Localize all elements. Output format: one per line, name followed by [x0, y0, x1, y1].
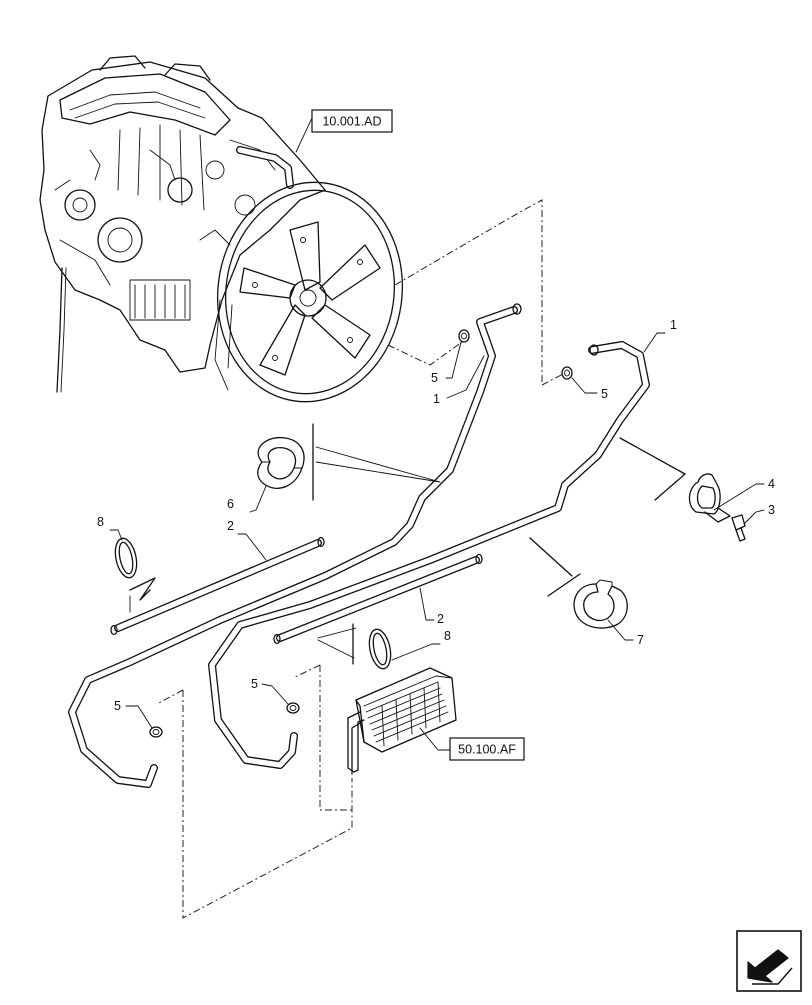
hose-1-right	[208, 341, 650, 769]
reference-heater[interactable]: 50.100.AF	[449, 737, 525, 761]
callout-clamp-5-lower-mid: 5	[251, 677, 258, 691]
clip-7	[573, 579, 628, 629]
callout-hose-1-left: 1	[433, 392, 440, 406]
engine-assembly	[39, 55, 404, 403]
ring-8-left	[114, 537, 138, 579]
callout-hose-2-right: 2	[437, 612, 444, 626]
dashed-routing-lines	[156, 199, 566, 919]
callout-numbers: 1 1 2 2 3 4 5 5 5 5 6 7 8 8	[97, 318, 775, 713]
ring-8-right	[317, 623, 392, 670]
grommet-6	[257, 423, 441, 501]
break-marks	[129, 437, 686, 613]
callout-hose-1-right: 1	[670, 318, 677, 332]
hose-1-left	[68, 306, 518, 788]
callout-clamp-5-upper-left: 5	[431, 371, 438, 385]
callout-bracket-4: 4	[768, 477, 775, 491]
reference-engine-label: 10.001.AD	[322, 115, 381, 129]
clamp-5-upper-right	[561, 366, 573, 380]
clamp-5-upper-left	[458, 329, 470, 343]
callout-hose-2-left: 2	[227, 519, 234, 533]
reference-engine[interactable]: 10.001.AD	[311, 109, 393, 133]
heater-core	[347, 667, 457, 775]
callout-clamp-5-lower-left: 5	[114, 699, 121, 713]
leader-lines	[109, 117, 765, 751]
hose-2-right-segment	[276, 556, 480, 642]
bracket-4	[688, 473, 731, 523]
callout-ring-8-left: 8	[97, 515, 104, 529]
callout-grommet-6: 6	[227, 497, 234, 511]
arrow-next-page-icon[interactable]	[736, 930, 802, 992]
clamp-5-lower-mid	[286, 702, 300, 714]
callout-clip-7: 7	[637, 633, 644, 647]
hose-2-left-segment	[114, 539, 322, 632]
callout-ring-8-right: 8	[444, 629, 451, 643]
hose-fittings	[110, 303, 599, 645]
hose-clamps	[149, 329, 573, 738]
clamp-5-lower-left	[149, 726, 163, 738]
callout-bolt-3: 3	[768, 503, 775, 517]
bolt-3	[731, 514, 746, 542]
reference-heater-label: 50.100.AF	[458, 743, 516, 757]
callout-clamp-5-upper-right: 5	[601, 387, 608, 401]
